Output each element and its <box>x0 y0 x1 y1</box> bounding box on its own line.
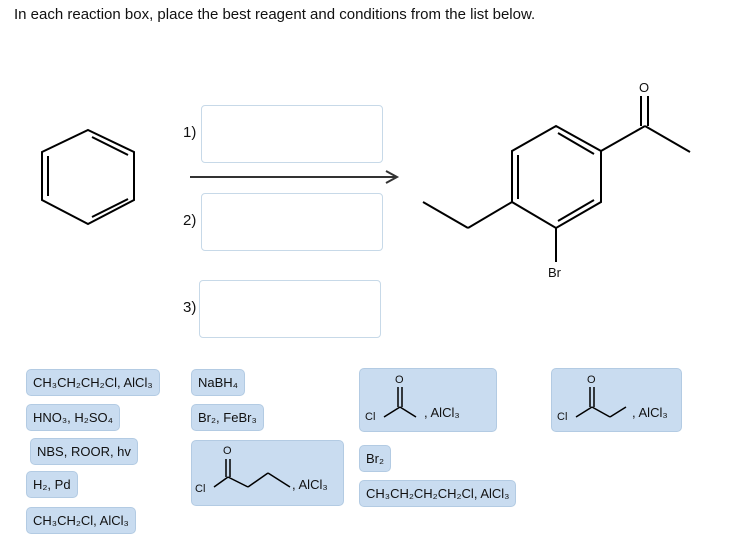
reagent-chip-acetyl-chloride[interactable]: O Cl , AlCl₃ <box>359 368 497 432</box>
acyl-oxygen-label: O <box>395 374 404 386</box>
product-structure <box>422 96 691 262</box>
reagent-chip-br2[interactable]: Br₂ <box>359 445 392 472</box>
reagent-chip-nabh4[interactable]: NaBH₄ <box>191 369 245 396</box>
reagent-chip-hydrogenation[interactable]: H₂, Pd <box>26 471 78 498</box>
reagent-chip-bromination-febr3[interactable]: Br₂, FeBr₃ <box>191 404 264 431</box>
product-oxygen-label: O <box>639 80 650 95</box>
reagent-chip-propyl-chloride[interactable]: CH₃CH₂CH₂Cl, AlCl₃ <box>26 369 160 396</box>
reaction-arrow <box>190 170 400 184</box>
acyl-chlorine-label: Cl <box>195 483 206 495</box>
propanoyl-chloride-structure <box>575 387 627 418</box>
product-bromine-label: Br <box>548 265 561 280</box>
acyl-chlorine-label: Cl <box>557 411 568 423</box>
reagent-chip-butanoyl-chloride[interactable]: O Cl , AlCl₃ <box>191 440 344 506</box>
step-1-label: 1) <box>183 124 197 141</box>
benzene-structure <box>41 128 135 226</box>
reagent-chip-nitration[interactable]: HNO₃, H₂SO₄ <box>26 404 120 431</box>
reagent-chip-nbs[interactable]: NBS, ROOR, hv <box>30 438 138 465</box>
alcl3-label: , AlCl₃ <box>632 405 668 420</box>
step-3-label: 3) <box>183 299 197 316</box>
reaction-box-2[interactable] <box>201 193 383 251</box>
acyl-chlorine-label: Cl <box>365 411 376 423</box>
reagent-chip-butyl-chloride[interactable]: CH₃CH₂CH₂CH₂Cl, AlCl₃ <box>359 480 517 507</box>
reaction-box-3[interactable] <box>199 280 381 338</box>
alcl3-label: , AlCl₃ <box>292 477 328 492</box>
butanoyl-chloride-structure <box>213 459 291 488</box>
acetyl-chloride-structure <box>383 387 417 418</box>
reagent-chip-propanoyl-chloride[interactable]: O Cl , AlCl₃ <box>551 368 682 432</box>
alcl3-label: , AlCl₃ <box>424 405 460 420</box>
reaction-box-1[interactable] <box>201 105 383 163</box>
acyl-oxygen-label: O <box>223 445 232 457</box>
acyl-oxygen-label: O <box>587 374 596 386</box>
reagent-chip-ethyl-chloride[interactable]: CH₃CH₂Cl, AlCl₃ <box>26 507 136 534</box>
step-2-label: 2) <box>183 212 197 229</box>
instruction-text: In each reaction box, place the best rea… <box>14 6 536 23</box>
